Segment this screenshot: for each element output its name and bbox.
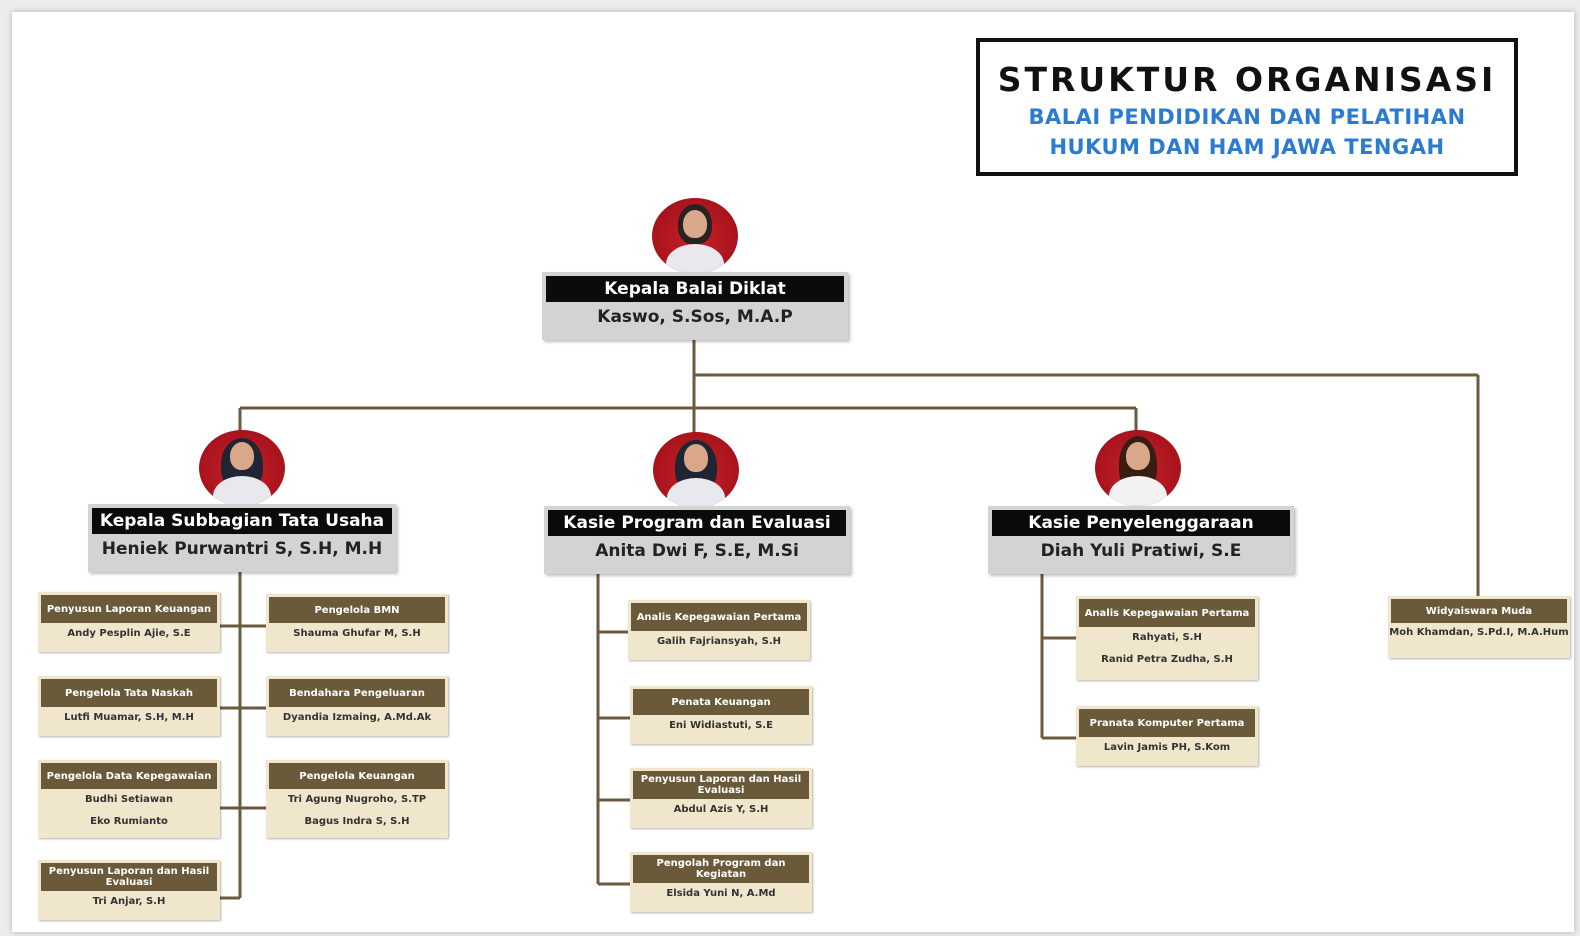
staff-box: Pengelola Tata Naskah Lutfi Muamar, S.H,… (38, 676, 220, 736)
staff-name: Galih Fajriansyah, S.H (656, 636, 782, 647)
head-role: Kepala Balai Diklat (546, 276, 844, 302)
staff-box-widyaiswara: Widyaiswara Muda Moh Khamdan, S.Pd.I, M.… (1388, 596, 1570, 658)
staff-name: Dyandia Izmaing, A.Md.Ak (282, 712, 432, 723)
staff-name: Abdul Azis Y, S.H (673, 804, 769, 815)
staff-role: Pengelola Tata Naskah (41, 679, 217, 707)
staff-role: Pengelola BMN (269, 597, 445, 623)
head-photo (652, 198, 738, 274)
staff-name: Shauma Ghufar M, S.H (293, 628, 421, 639)
division-name: Anita Dwi F, S.E, M.Si (595, 541, 799, 561)
division-name: Diah Yuli Pratiwi, S.E (1040, 541, 1242, 561)
head-card: Kepala Balai Diklat Kaswo, S.Sos, M.A.P (542, 272, 848, 340)
tu-photo (199, 430, 285, 506)
staff-role: Bendahara Pengeluaran (269, 679, 445, 707)
title-box: STRUKTUR ORGANISASI BALAI PENDIDIKAN DAN… (976, 38, 1518, 176)
staff-role: Widyaiswara Muda (1391, 599, 1567, 623)
staff-box: Penyusun Laporan Keuangan Andy Pesplin A… (38, 592, 220, 652)
staff-box: Pengelola Data Kepegawaian Budhi Setiawa… (38, 760, 220, 838)
penyelenggaraan-photo (1095, 430, 1181, 506)
division-role: Kasie Penyelenggaraan (992, 510, 1290, 536)
staff-name: Ranid Petra Zudha, S.H (1101, 654, 1233, 665)
head-name: Kaswo, S.Sos, M.A.P (597, 307, 793, 327)
staff-box: Pranata Komputer Pertama Lavin Jamis PH,… (1076, 706, 1258, 766)
staff-box: Pengelola Keuangan Tri Agung Nugroho, S.… (266, 760, 448, 838)
staff-box: Penyusun Laporan dan Hasil Evaluasi Tri … (38, 860, 220, 920)
staff-name: Lutfi Muamar, S.H, M.H (64, 712, 194, 723)
staff-name: Moh Khamdan, S.Pd.I, M.A.Hum (1389, 627, 1569, 638)
staff-box: Pengolah Program dan Kegiatan Elsida Yun… (630, 852, 812, 912)
division-role: Kepala Subbagian Tata Usaha (92, 508, 392, 534)
staff-box: Analis Kepegawaian Pertama Galih Fajrian… (628, 600, 810, 660)
staff-box: Pengelola BMN Shauma Ghufar M, S.H (266, 594, 448, 652)
staff-name: Elsida Yuni N, A.Md (666, 888, 776, 899)
chart-subtitle-line1: BALAI PENDIDIKAN DAN PELATIHAN (1028, 105, 1466, 129)
chart-title: STRUKTUR ORGANISASI (997, 60, 1497, 99)
staff-name: Eko Rumianto (90, 816, 168, 827)
staff-role: Pengelola Data Kepegawaian (41, 763, 217, 789)
staff-role: Penyusun Laporan dan Hasil Evaluasi (41, 863, 217, 891)
division-name: Heniek Purwantri S, S.H, M.H (101, 539, 383, 559)
staff-box: Penyusun Laporan dan Hasil Evaluasi Abdu… (630, 768, 812, 828)
staff-name: Tri Agung Nugroho, S.TP (287, 794, 427, 805)
staff-role: Analis Kepegawaian Pertama (631, 603, 807, 631)
staff-role: Penata Keuangan (633, 689, 809, 715)
program-photo (653, 432, 739, 508)
staff-name: Budhi Setiawan (85, 794, 173, 805)
staff-name: Andy Pesplin Ajie, S.E (67, 628, 191, 639)
chart-subtitle-line2: HUKUM DAN HAM JAWA TENGAH (1049, 135, 1445, 159)
staff-role: Penyusun Laporan Keuangan (41, 595, 217, 623)
staff-name: Rahyati, S.H (1132, 632, 1202, 643)
staff-role: Pengelola Keuangan (269, 763, 445, 789)
division-card-penyelenggaraan: Kasie Penyelenggaraan Diah Yuli Pratiwi,… (988, 506, 1294, 574)
staff-role: Penyusun Laporan dan Hasil Evaluasi (633, 771, 809, 799)
staff-name: Bagus Indra S, S.H (304, 816, 410, 827)
staff-box: Bendahara Pengeluaran Dyandia Izmaing, A… (266, 676, 448, 736)
staff-role: Pranata Komputer Pertama (1079, 709, 1255, 737)
division-card-program: Kasie Program dan Evaluasi Anita Dwi F, … (544, 506, 850, 574)
staff-name: Eni Widiastuti, S.E (669, 720, 773, 731)
staff-box: Penata Keuangan Eni Widiastuti, S.E (630, 686, 812, 744)
staff-box: Analis Kepegawaian Pertama Rahyati, S.H … (1076, 596, 1258, 680)
staff-role: Pengolah Program dan Kegiatan (633, 855, 809, 883)
staff-name: Tri Anjar, S.H (92, 896, 166, 907)
staff-name: Lavin Jamis PH, S.Kom (1103, 742, 1231, 753)
staff-role: Analis Kepegawaian Pertama (1079, 599, 1255, 627)
division-role: Kasie Program dan Evaluasi (548, 510, 846, 536)
division-card-tu: Kepala Subbagian Tata Usaha Heniek Purwa… (88, 504, 396, 572)
